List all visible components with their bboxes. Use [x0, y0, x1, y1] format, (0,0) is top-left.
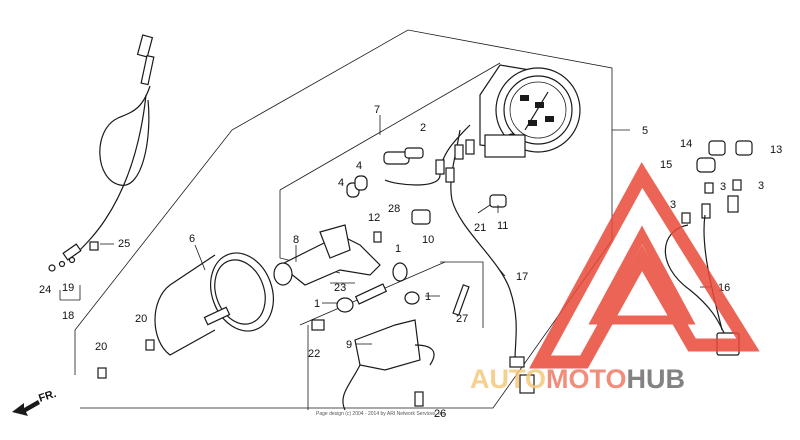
callout-28: 28 — [388, 203, 400, 215]
watermark-text: AUTOMOTOHUB — [470, 364, 685, 394]
hardware-small-parts — [89, 147, 507, 407]
callout-20a: 20 — [135, 313, 147, 325]
callout-1a: 1 — [395, 243, 401, 255]
callout-14: 14 — [680, 138, 692, 150]
callout-1c: 1 — [425, 291, 431, 303]
callout-17: 17 — [516, 271, 528, 283]
meter-harness — [384, 124, 535, 394]
speedometer-cable — [48, 34, 155, 272]
callout-20b: 20 — [95, 341, 107, 353]
callout-12: 12 — [368, 212, 380, 224]
callout-25: 25 — [118, 238, 130, 250]
callout-10: 10 — [422, 234, 434, 246]
callout-8: 8 — [293, 234, 299, 246]
meter-cover — [154, 252, 274, 356]
callout-2: 2 — [420, 122, 426, 134]
speedometer-assembly — [479, 64, 581, 158]
callout-6: 6 — [189, 233, 195, 245]
callout-13: 13 — [770, 144, 782, 156]
callout-labels: 1 1 1 2 3 3 3 4 4 5 6 7 8 9 10 11 12 13 … — [39, 104, 782, 420]
meter-bracket — [278, 224, 381, 286]
callout-27: 27 — [456, 313, 468, 325]
callout-1b: 1 — [314, 298, 320, 310]
callout-22: 22 — [308, 348, 320, 360]
callout-18: 18 — [62, 310, 74, 322]
callout-3a: 3 — [670, 199, 676, 211]
callout-24: 24 — [39, 284, 51, 296]
callout-4a: 4 — [338, 177, 344, 189]
callout-11: 11 — [497, 220, 508, 232]
callout-3c: 3 — [758, 180, 764, 192]
callout-4b: 4 — [356, 160, 362, 172]
meter-stay — [342, 319, 435, 411]
callout-15: 15 — [660, 159, 672, 171]
callout-3b: 3 — [720, 181, 726, 193]
front-arrow-icon — [12, 400, 40, 416]
callout-19: 19 — [62, 282, 74, 294]
callout-9: 9 — [346, 339, 352, 351]
leader-lines — [59, 115, 712, 345]
watermark-triangle-icon — [529, 162, 760, 369]
lamp-sockets — [681, 140, 753, 224]
callout-7: 7 — [374, 104, 380, 116]
callout-26: 26 — [434, 408, 446, 420]
callout-23: 23 — [334, 282, 346, 294]
callout-21: 21 — [474, 222, 486, 234]
copyright-notice: Page design (c) 2004 - 2014 by ARI Netwo… — [316, 411, 446, 417]
front-direction-label: FR. — [37, 388, 58, 405]
callout-5: 5 — [642, 125, 648, 137]
watermark-logo: AUTOMOTOHUB — [470, 162, 760, 394]
